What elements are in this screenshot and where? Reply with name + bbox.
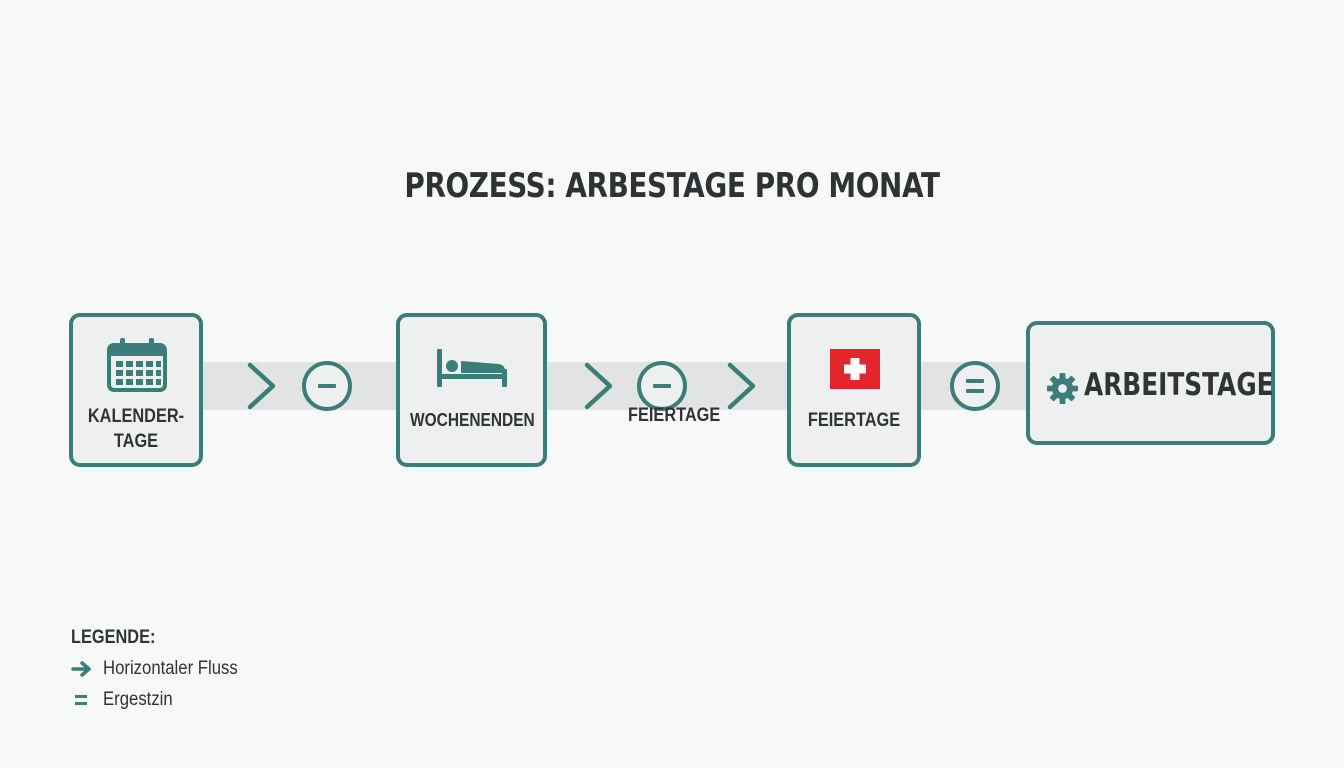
step-kalendertage-label-line2: TAGE [113,431,159,452]
legend-item: Ergestzin [71,688,182,712]
chevron-right-icon [247,362,276,410]
equals-icon [75,695,87,705]
minus-operator [302,361,352,411]
bed-icon [437,349,507,387]
legend-item-label: Horizontaler Fluss [103,658,238,679]
calendar-icon [107,338,167,392]
legend-item: Horizontaler Fluss [71,657,256,681]
step-kalendertage: KALENDER- TAGE [69,313,203,467]
result-arbeitstage-label: ARBEITSTAGE [1084,367,1274,403]
step-wochenenden-label: WOCHENENDEN [410,410,535,430]
step-kalendertage-label-line1: KALENDER- [87,406,185,427]
result-arbeitstage: ARBEITSTAGE [1026,321,1275,445]
chevron-right-icon [584,362,613,410]
equals-operator [950,361,1000,411]
step-feiertage: FEIERTAGE [787,313,921,467]
chevron-right-icon [727,362,756,410]
gear-icon [1046,372,1079,405]
minus-operator [637,361,687,411]
step-wochenenden: WOCHENENDEN [396,313,547,467]
step-feiertage-label: FEIERTAGE [807,410,901,431]
page-title: PROZESS: ARBESTAGE PRO MONAT [404,166,940,206]
swiss-flag-icon [830,349,880,389]
legend-item-label: Ergestzin [103,689,173,710]
arrow-right-icon [71,661,91,677]
band-label-feiertage: FEIERTAGE [628,405,721,426]
legend-title: LEGENDE: [71,627,156,648]
